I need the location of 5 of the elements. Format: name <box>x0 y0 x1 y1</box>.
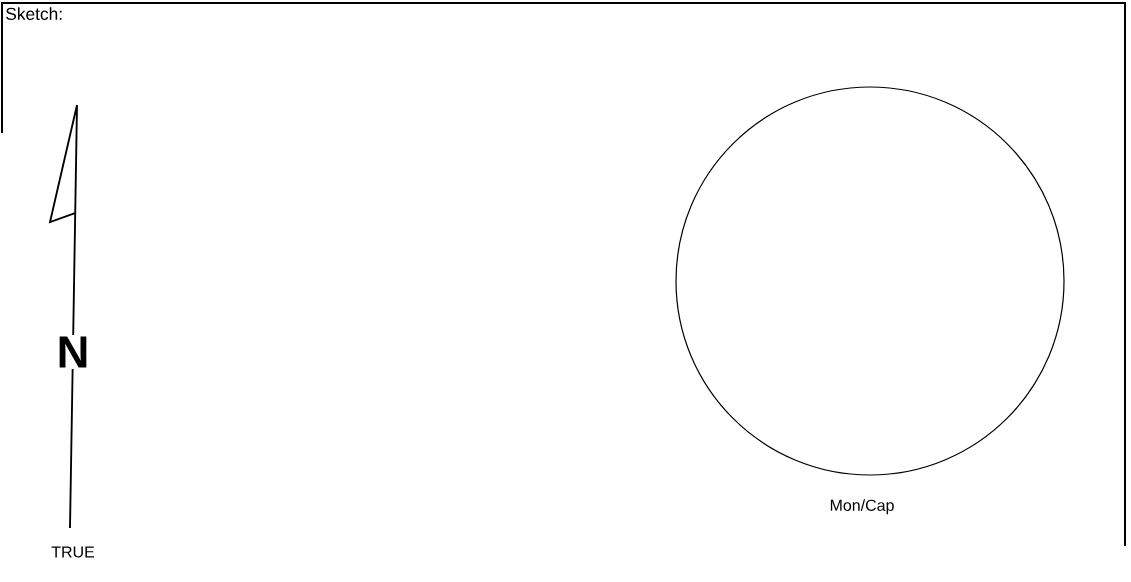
node-label: Mon/Cap <box>830 499 894 515</box>
title: Sketch: <box>6 7 62 20</box>
circle-outline <box>675 86 1065 476</box>
north-letter: N <box>55 335 91 369</box>
direction-label: TRUE <box>49 545 97 559</box>
